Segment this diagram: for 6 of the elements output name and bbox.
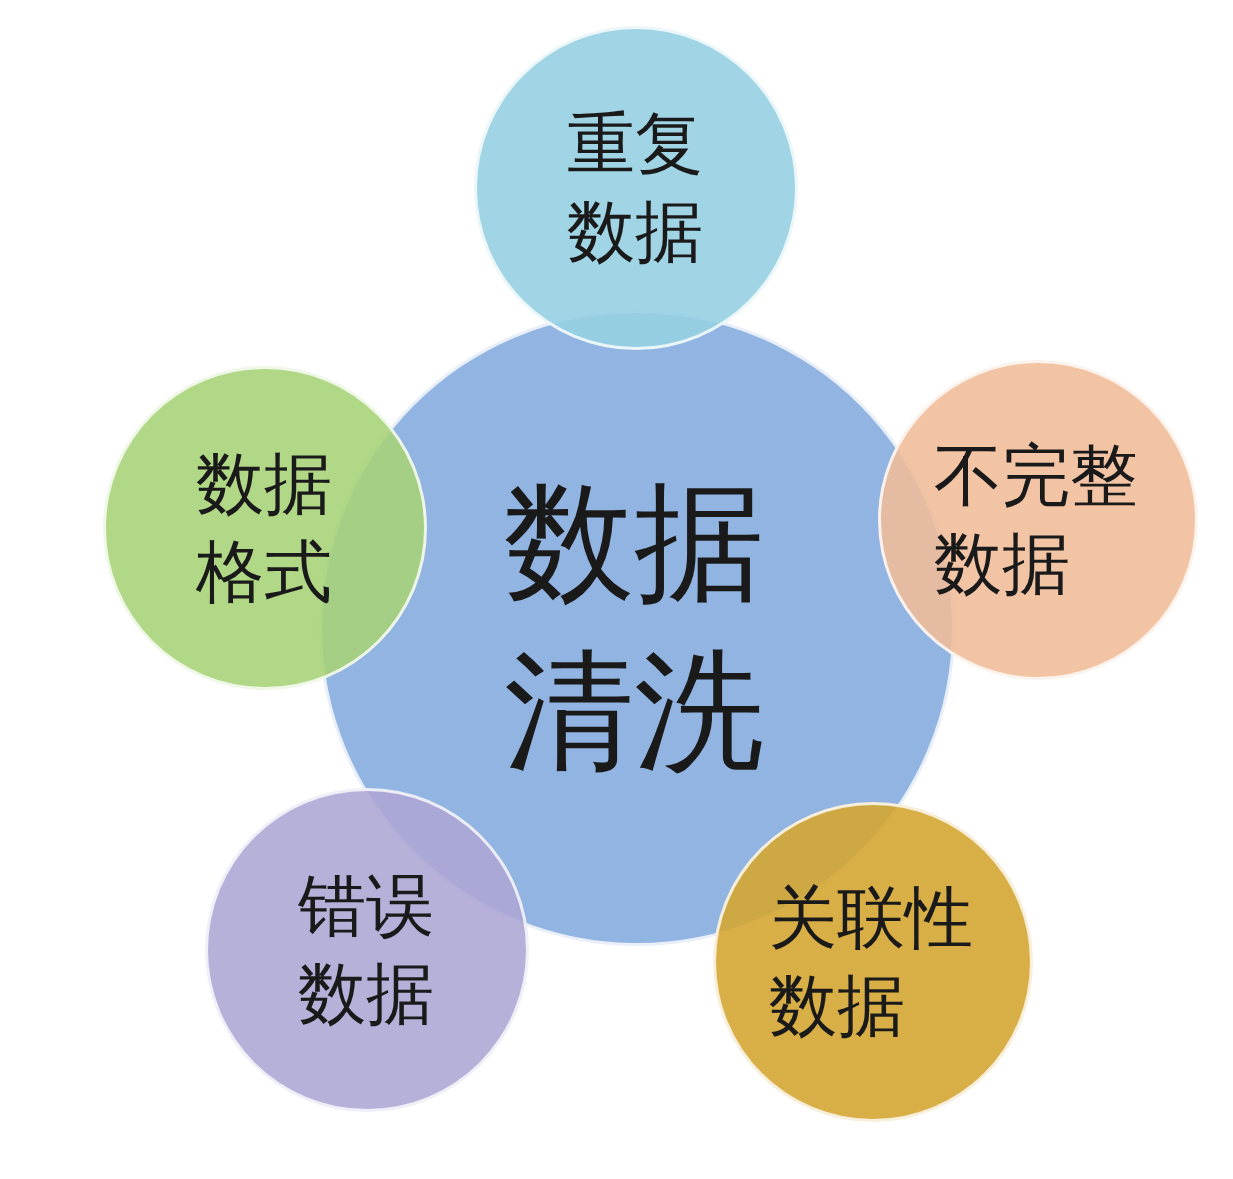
circle-label: 数据清洗 (504, 470, 766, 786)
circle-label: 不完整数据 (933, 436, 1139, 604)
circle-label: 关联性数据 (768, 878, 974, 1046)
circle-label: 数据格式 (195, 444, 333, 612)
circle-label: 重复数据 (566, 104, 704, 272)
circle-label: 错误数据 (297, 866, 435, 1034)
